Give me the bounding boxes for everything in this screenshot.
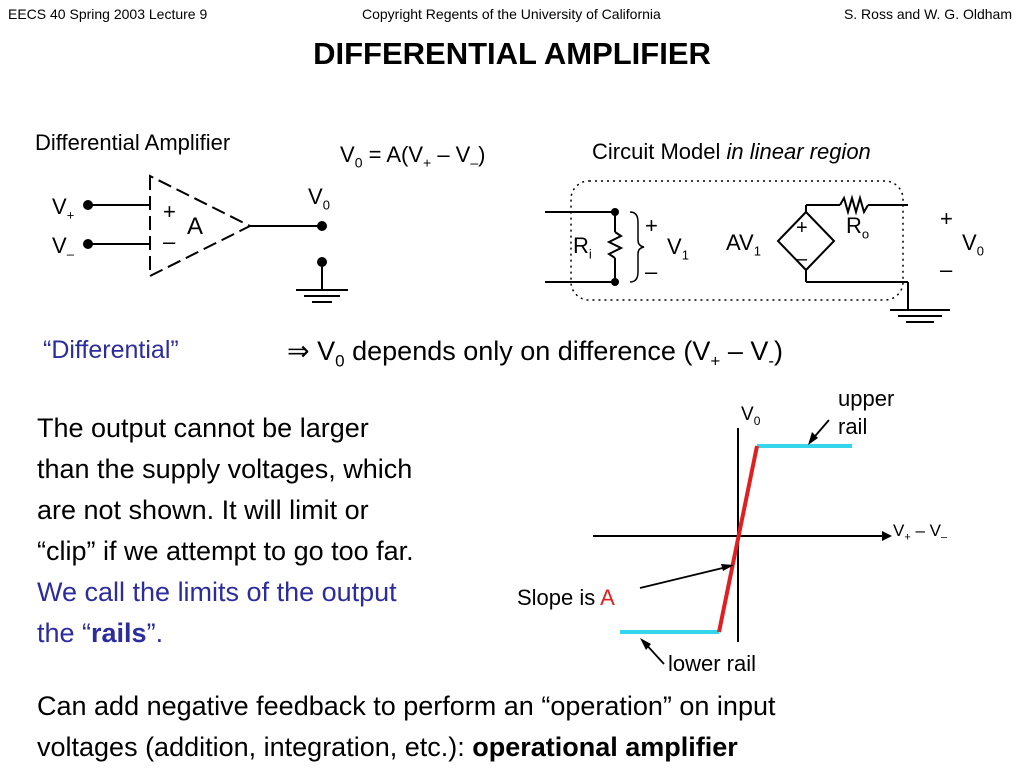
v1-plus: + — [645, 213, 658, 238]
vout-terminal — [317, 221, 327, 231]
x-axis-arrow-icon — [882, 531, 892, 541]
rails-paragraph: The output cannot be larger than the sup… — [37, 413, 414, 648]
graph-y-label: V0 — [741, 404, 761, 428]
slide-title: DIFFERENTIAL AMPLIFIER — [313, 36, 711, 71]
vminus-label: V– — [52, 233, 74, 262]
v1-label: V1 — [667, 234, 689, 263]
slope-arrow-icon — [721, 564, 734, 571]
graph-x-label: V+ – V– — [893, 521, 948, 544]
v1-minus: – — [645, 259, 658, 284]
circuit-model-wiring — [545, 194, 950, 323]
opamp-minus: – — [163, 229, 176, 254]
vout-model-minus: – — [940, 257, 953, 282]
header-center: Copyright Regents of the University of C… — [362, 6, 661, 22]
circuit-model-box — [570, 180, 904, 301]
dependent-source-diamond — [776, 210, 836, 272]
lower-rail-arrow-icon — [640, 638, 651, 650]
opamp-gain: A — [187, 213, 204, 240]
vplus-label: V+ — [52, 194, 75, 223]
opamp-plus: + — [163, 199, 176, 224]
circuit-model-label: Circuit Model in linear region — [592, 139, 871, 164]
graph-pointer-arrows — [639, 419, 830, 665]
ri-node-bottom — [611, 278, 619, 286]
header-left: EECS 40 Spring 2003 Lecture 9 — [8, 6, 208, 22]
slope-label: Slope is A — [517, 585, 615, 610]
av1-label: AV1 — [726, 230, 761, 259]
diff-amp-label: Differential Amplifier — [35, 130, 231, 155]
lower-rail-label: lower rail — [668, 651, 757, 676]
ri-node-top — [611, 208, 619, 216]
ro-label: Ro — [846, 213, 870, 242]
gain-equation: V0 = A(V+ – V–) — [340, 142, 486, 171]
vminus-terminal — [83, 239, 93, 249]
ri-label: Ri — [573, 233, 592, 262]
vplus-terminal — [83, 200, 93, 210]
ground-terminal — [317, 257, 327, 267]
vout-model-label: V0 — [962, 230, 984, 259]
upper-rail-arrow-icon — [808, 432, 818, 445]
differential-quote: “Differential” — [43, 336, 179, 364]
slope-line — [717, 445, 759, 633]
vout-model-plus: + — [940, 206, 953, 231]
header-right: S. Ross and W. G. Oldham — [843, 6, 1012, 22]
footer-text: Can add negative feedback to perform an … — [37, 691, 776, 762]
vout-label: V0 — [308, 184, 330, 213]
source-plus: + — [796, 217, 808, 239]
differential-statement: ⇒ V0 depends only on difference (V+ – V-… — [287, 336, 784, 371]
op-amp-symbol — [88, 174, 348, 303]
source-minus: – — [796, 248, 808, 270]
